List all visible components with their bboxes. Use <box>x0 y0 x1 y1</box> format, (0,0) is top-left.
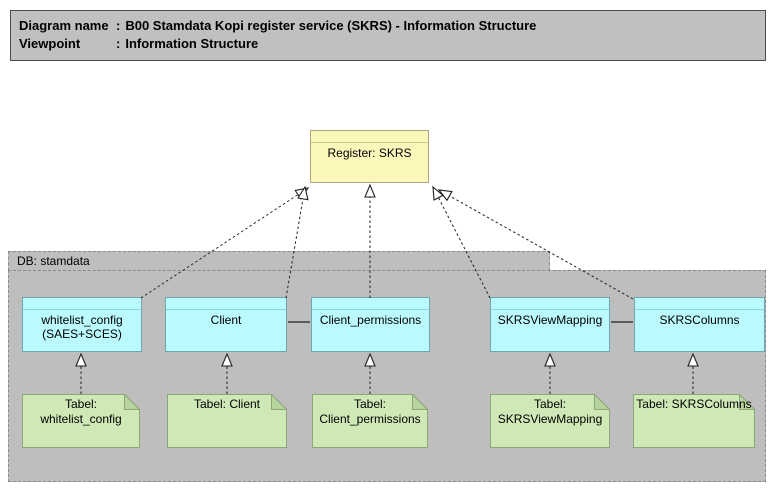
entity-register-skrs-label: Register: SKRS <box>327 146 412 160</box>
viewpoint-label: Viewpoint <box>19 36 81 51</box>
viewpoint-row: Viewpoint: Information Structure <box>19 35 757 53</box>
entity-whitelist-config-header <box>23 298 141 310</box>
diagram-title-bar: Diagram name: B00 Stamdata Kopi register … <box>10 10 766 61</box>
note-tabel-skrscolumns-label: Tabel: SKRSColumns <box>636 397 752 411</box>
note-tabel-skrsviewmapping-label: Tabel: SKRSViewMapping <box>497 397 603 426</box>
entity-skrsviewmapping[interactable]: SKRSViewMapping <box>490 297 610 352</box>
note-tabel-client-permissions[interactable]: Tabel: Client_permissions <box>312 394 428 448</box>
note-shape <box>312 394 428 448</box>
entity-skrsviewmapping-header <box>491 298 609 310</box>
entity-skrscolumns-header <box>635 298 764 310</box>
note-tabel-whitelist-config-label: Tabel: whitelist_config <box>40 397 122 426</box>
note-tabel-skrscolumns[interactable]: Tabel: SKRSColumns <box>633 394 755 448</box>
diagram-name-separator: : <box>116 18 121 33</box>
entity-client-label: Client <box>210 313 242 327</box>
entity-whitelist-config[interactable]: whitelist_config (SAES+SCES) <box>22 297 142 352</box>
entity-whitelist-config-label: whitelist_config (SAES+SCES) <box>41 313 123 341</box>
note-tabel-whitelist-config[interactable]: Tabel: whitelist_config <box>22 394 140 448</box>
entity-client-permissions[interactable]: Client_permissions <box>311 297 430 352</box>
note-tabel-client-permissions-label: Tabel: Client_permissions <box>319 397 421 426</box>
note-shape <box>490 394 610 448</box>
group-db-stamdata-label: DB: stamdata <box>17 254 90 268</box>
viewpoint-separator: : <box>116 36 121 51</box>
entity-client-permissions-label: Client_permissions <box>319 313 422 327</box>
entity-register-skrs[interactable]: Register: SKRS <box>310 130 429 183</box>
note-tabel-client-label: Tabel: Client <box>193 397 261 411</box>
note-shape <box>22 394 140 448</box>
entity-client-permissions-header <box>312 298 429 310</box>
group-db-stamdata-tab[interactable]: DB: stamdata <box>8 251 550 271</box>
diagram-name-row: Diagram name: B00 Stamdata Kopi register … <box>19 17 757 35</box>
viewpoint-value: Information Structure <box>125 36 259 51</box>
entity-client[interactable]: Client <box>165 297 287 352</box>
diagram-name-label: Diagram name <box>19 18 109 33</box>
entity-skrscolumns-label: SKRSColumns <box>659 313 740 327</box>
note-tabel-skrsviewmapping[interactable]: Tabel: SKRSViewMapping <box>490 394 610 448</box>
note-shape <box>633 394 755 448</box>
note-shape <box>167 394 287 448</box>
entity-client-header <box>166 298 286 310</box>
diagram-name-value: B00 Stamdata Kopi register service (SKRS… <box>125 18 537 33</box>
entity-skrsviewmapping-label: SKRSViewMapping <box>497 313 603 327</box>
entity-skrscolumns[interactable]: SKRSColumns <box>634 297 765 352</box>
note-tabel-client[interactable]: Tabel: Client <box>167 394 287 448</box>
entity-register-skrs-header <box>311 131 428 143</box>
